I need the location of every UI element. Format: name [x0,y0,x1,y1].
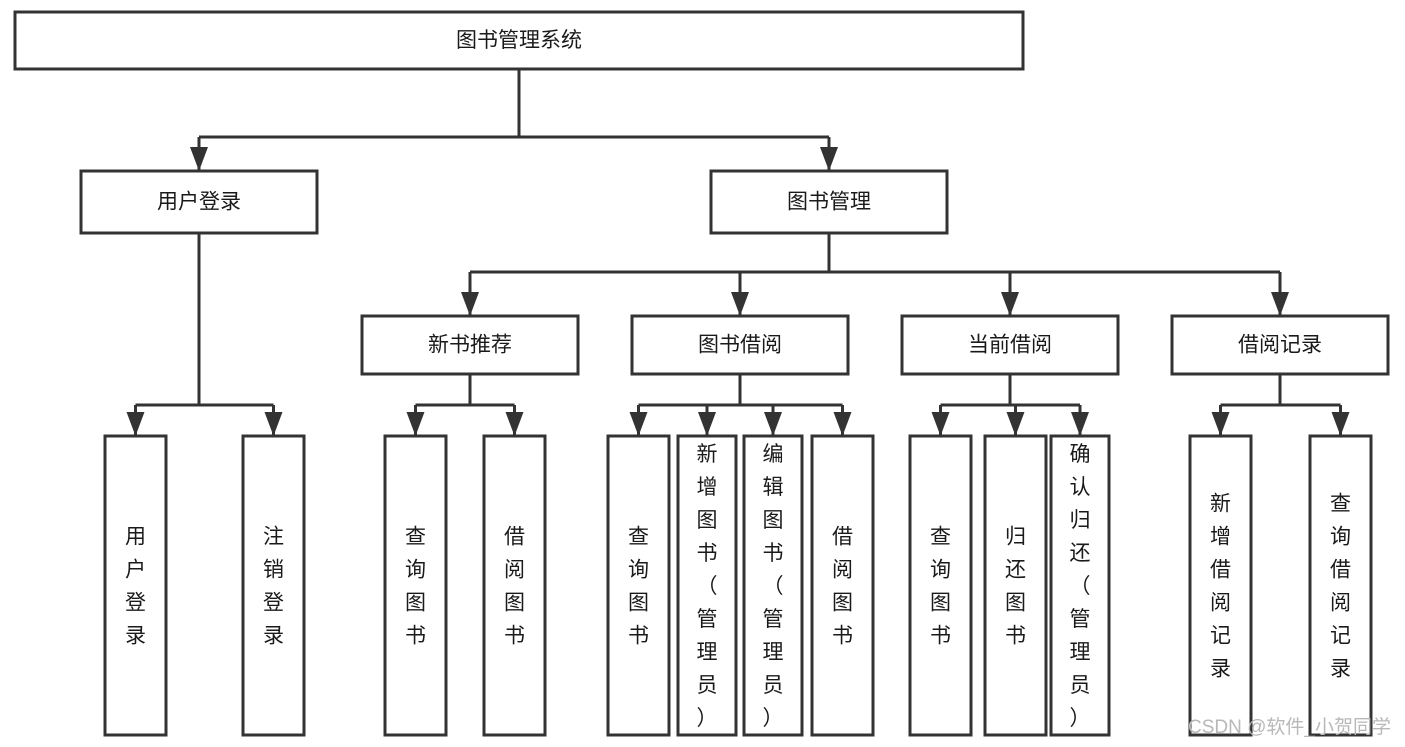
node-box[interactable] [742,434,804,737]
arrow-head-icon [264,412,283,436]
arrow-head-icon [505,412,524,436]
node-label: 图书管理 [787,191,871,214]
node-box[interactable] [1049,434,1111,737]
node-label: 编辑图书（管理员） [763,443,784,730]
node-label: 借阅图书 [832,525,853,647]
node-layer: 图书管理系统用户登录图书管理新书推荐图书借阅当前借阅借阅记录用户登录注销登录查询… [13,10,1390,737]
node-box[interactable] [383,434,448,737]
node-label: 借阅记录 [1238,334,1322,357]
arrow-head-icon [461,292,479,316]
arrow-head-icon [1071,412,1089,436]
node-box[interactable] [709,169,949,235]
node-label: 新增借阅记录 [1210,492,1231,680]
node-book-borrow[interactable]: 图书借阅 [630,314,850,376]
node-new-book-recommend[interactable]: 新书推荐 [360,314,580,376]
arrow-head-icon [731,292,749,316]
arrow-head-icon [629,412,648,436]
node-leaf-add-book[interactable]: 新增图书（管理员） [676,434,738,737]
node-box[interactable] [103,434,168,737]
node-label: 确认归还（管理员） [1070,443,1091,730]
node-box[interactable] [630,314,850,376]
node-label: 新增图书（管理员） [697,443,718,730]
node-leaf-logout[interactable]: 注销登录 [241,434,306,737]
node-box[interactable] [810,434,875,737]
arrow-head-icon [698,412,716,436]
node-label: 查询图书 [930,525,951,647]
arrow-head-icon [1271,292,1289,316]
node-label: 用户登录 [157,191,241,214]
node-box[interactable] [360,314,580,376]
arrow-head-icon [1001,292,1019,316]
node-leaf-query-book-current[interactable]: 查询图书 [908,434,973,737]
node-leaf-query-book-borrow[interactable]: 查询图书 [606,434,671,737]
arrow-head-icon [1211,412,1230,436]
node-leaf-user-login[interactable]: 用户登录 [103,434,168,737]
node-borrow-records[interactable]: 借阅记录 [1170,314,1390,376]
arrow-head-icon [406,412,425,436]
arrow-head-icon [833,412,852,436]
connector-layer [126,69,1350,436]
node-root[interactable]: 图书管理系统 [13,10,1025,71]
node-box[interactable] [13,10,1025,71]
node-box[interactable] [482,434,547,737]
node-user-login[interactable]: 用户登录 [79,169,319,235]
arrow-head-icon [820,147,838,171]
node-label: 归还图书 [1005,525,1026,647]
node-leaf-confirm-return[interactable]: 确认归还（管理员） [1049,434,1111,737]
node-leaf-borrow-book[interactable]: 借阅图书 [810,434,875,737]
node-box[interactable] [900,314,1120,376]
node-label: 查询借阅记录 [1330,492,1351,680]
node-box[interactable] [676,434,738,737]
node-label: 查询图书 [628,525,649,647]
node-box[interactable] [1308,434,1373,737]
node-label: 用户登录 [125,525,146,647]
node-current-borrow[interactable]: 当前借阅 [900,314,1120,376]
arrow-head-icon [126,412,145,436]
node-box[interactable] [79,169,319,235]
node-leaf-edit-book[interactable]: 编辑图书（管理员） [742,434,804,737]
node-label: 当前借阅 [968,334,1052,357]
arrow-head-icon [931,412,950,436]
arrow-head-icon [190,147,208,171]
arrow-head-icon [1006,412,1025,436]
node-box[interactable] [983,434,1048,737]
node-box[interactable] [241,434,306,737]
arrow-head-icon [1331,412,1350,436]
node-label: 新书推荐 [428,334,512,357]
node-leaf-borrow-book-recommend[interactable]: 借阅图书 [482,434,547,737]
node-box[interactable] [1188,434,1253,737]
node-box[interactable] [606,434,671,737]
node-leaf-query-book-recommend[interactable]: 查询图书 [383,434,448,737]
node-label: 图书管理系统 [456,29,582,52]
node-leaf-add-borrow-record[interactable]: 新增借阅记录 [1188,434,1253,737]
node-label: 注销登录 [263,525,284,647]
node-leaf-return-book[interactable]: 归还图书 [983,434,1048,737]
node-label: 查询图书 [405,525,426,647]
node-label: 图书借阅 [698,334,782,357]
arrow-head-icon [764,412,782,436]
node-box[interactable] [1170,314,1390,376]
node-label: 借阅图书 [504,525,525,647]
node-box[interactable] [908,434,973,737]
node-leaf-query-borrow-record[interactable]: 查询借阅记录 [1308,434,1373,737]
node-book-management[interactable]: 图书管理 [709,169,949,235]
